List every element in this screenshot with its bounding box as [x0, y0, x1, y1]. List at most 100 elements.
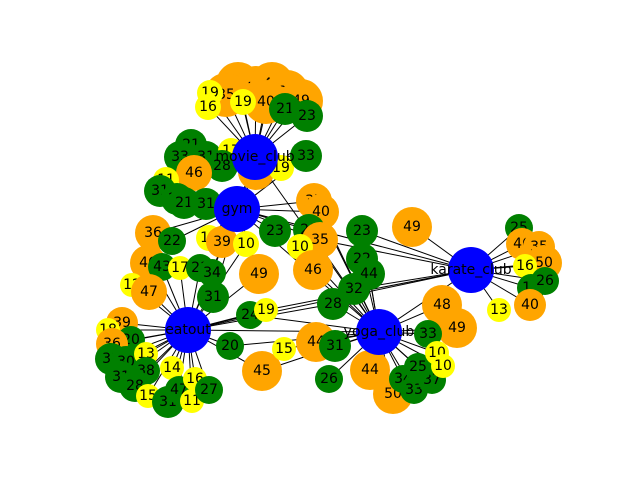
node-label-g20b: 20	[221, 338, 239, 354]
node-label-y16b: 16	[516, 258, 534, 274]
node-circle-g28a	[206, 150, 238, 182]
node-label-g31c: 31	[197, 196, 215, 212]
node-label-y17b: 17	[171, 260, 189, 276]
node-g43a: 43	[148, 253, 176, 281]
node-g20b: 20	[216, 332, 244, 360]
node-g34a: 34	[198, 259, 226, 287]
node-label-y13b: 13	[490, 302, 508, 318]
node-circle-g31h	[319, 330, 351, 362]
node-label-g43a: 43	[153, 259, 171, 275]
node-label-y10b: 10	[291, 239, 309, 255]
node-g26a: 26	[531, 267, 559, 295]
hub-label-eatout: eatout	[165, 322, 211, 338]
node-circle-y10d	[431, 354, 455, 378]
node-circle-y17b	[168, 256, 192, 280]
node-label-y10d: 10	[434, 358, 452, 374]
node-circle-y15b	[272, 337, 296, 361]
node-circle-y13b	[487, 298, 511, 322]
node-o40c: 40	[514, 289, 546, 321]
node-g23b: 23	[259, 215, 291, 247]
node-layer: 4610483735404921231916192133311728463819…	[95, 62, 562, 418]
node-circle-o49c	[239, 254, 279, 294]
node-g33b: 33	[290, 140, 322, 172]
node-y17b: 17	[168, 256, 192, 280]
node-circle-g27a	[195, 376, 223, 404]
node-label-g28c: 28	[324, 296, 342, 312]
node-o39a: 39	[206, 226, 238, 258]
node-circle-g34a	[198, 259, 226, 287]
node-label-g34a: 34	[203, 265, 221, 281]
node-g23c: 23	[346, 215, 378, 247]
node-label-y11b: 11	[183, 393, 201, 409]
node-label-o49d: 49	[448, 320, 466, 336]
node-g31d: 31	[197, 281, 229, 313]
hub-circle-yoga_club	[356, 309, 402, 355]
hub-node-movie_club: movie_club	[215, 134, 295, 180]
node-circle-o46d	[293, 250, 333, 290]
node-label-g28a: 28	[213, 158, 231, 174]
node-g25b: 25	[404, 353, 432, 381]
node-label-o39a: 39	[213, 234, 231, 250]
node-label-y10a: 10	[237, 236, 255, 252]
hub-circle-gym	[214, 186, 260, 232]
hub-node-karate_club: karate_club	[430, 247, 512, 293]
node-label-g27a: 27	[200, 382, 218, 398]
node-circle-g22a	[158, 227, 186, 255]
node-y13b: 13	[487, 298, 511, 322]
node-y19d: 19	[254, 298, 278, 322]
node-label-g33b: 33	[297, 148, 315, 164]
node-y14a: 14	[160, 356, 184, 380]
hub-label-gym: gym	[222, 201, 253, 217]
node-circle-g31d	[197, 281, 229, 313]
node-circle-g26b	[315, 365, 343, 393]
node-o49d: 49	[437, 308, 477, 348]
node-circle-o49b	[392, 207, 432, 247]
node-circle-y16b	[513, 254, 537, 278]
node-label-g31h: 31	[326, 338, 344, 354]
node-circle-g31c	[190, 188, 222, 220]
node-g22a: 22	[158, 227, 186, 255]
edge-eatout-yoga_club	[187, 329, 380, 333]
node-circle-o46b	[176, 155, 212, 191]
node-circle-g23b	[259, 215, 291, 247]
node-o46b: 46	[176, 155, 212, 191]
node-circle-g33d	[414, 320, 442, 348]
node-circle-o40c	[514, 289, 546, 321]
node-label-o36a: 36	[144, 225, 162, 241]
node-y16a: 16	[195, 94, 221, 120]
hub-label-movie_club: movie_club	[215, 149, 294, 165]
node-o47a: 47	[131, 274, 167, 310]
node-g33d: 33	[414, 320, 442, 348]
node-g28a: 28	[206, 150, 238, 182]
node-label-g25b: 25	[409, 359, 427, 375]
node-o49b: 49	[392, 207, 432, 247]
node-circle-y16a	[195, 94, 221, 120]
node-circle-g43a	[148, 253, 176, 281]
node-g21c: 21	[168, 187, 200, 219]
node-label-g22a: 22	[163, 233, 181, 249]
node-circle-g20b	[216, 332, 244, 360]
node-label-o45a: 45	[253, 363, 271, 379]
node-label-o46b: 46	[185, 165, 203, 181]
hub-circle-eatout	[165, 307, 211, 353]
node-label-g33c: 33	[405, 382, 423, 398]
edge-o35b-karate_club	[319, 239, 472, 271]
node-circle-o47a	[131, 274, 167, 310]
node-circle-y19b	[230, 89, 256, 115]
node-label-g21a: 21	[276, 101, 294, 117]
hub-circle-movie_club	[232, 134, 278, 180]
node-o45a: 45	[242, 351, 282, 391]
node-circle-g28c	[317, 288, 349, 320]
node-circle-g23a	[291, 100, 323, 132]
node-y16b: 16	[513, 254, 537, 278]
node-g31c: 31	[190, 188, 222, 220]
node-label-g21c: 21	[175, 195, 193, 211]
node-g31h: 31	[319, 330, 351, 362]
node-label-o49c: 49	[250, 266, 268, 282]
node-label-g23b: 23	[266, 223, 284, 239]
node-y15b: 15	[272, 337, 296, 361]
node-y10a: 10	[233, 231, 259, 257]
node-label-o49b: 49	[403, 219, 421, 235]
node-label-g26a: 26	[536, 273, 554, 289]
